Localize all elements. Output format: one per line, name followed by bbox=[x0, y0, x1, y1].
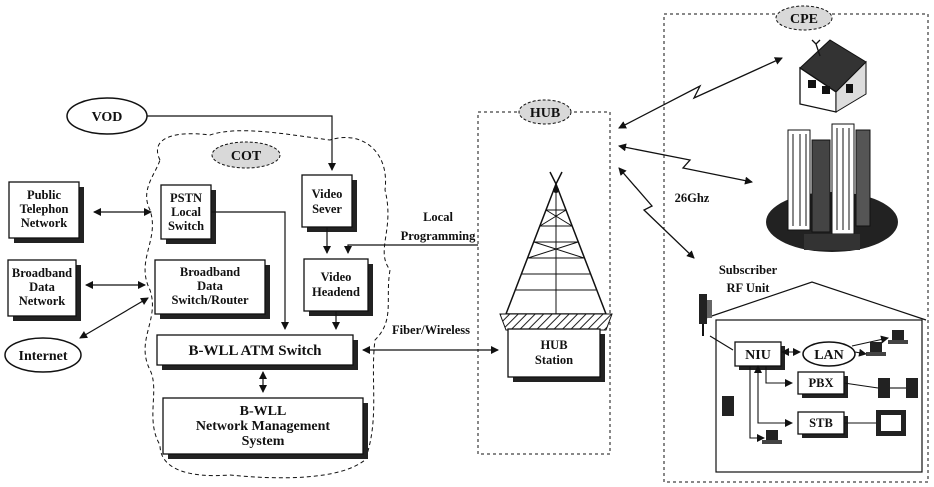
television-icon bbox=[876, 410, 906, 436]
public-telephone-line3: Network bbox=[21, 216, 68, 230]
hub-label: HUB bbox=[530, 106, 560, 121]
computer-icon bbox=[762, 330, 908, 444]
cot-label: COT bbox=[231, 149, 262, 164]
pbx-label: PBX bbox=[809, 376, 834, 390]
subscriber-rf-line2: RF Unit bbox=[727, 281, 771, 295]
internet-label: Internet bbox=[19, 349, 68, 364]
wireless-link-to-building bbox=[618, 143, 753, 185]
broadband-data-network-box bbox=[7, 259, 77, 317]
internet-router-link bbox=[79, 297, 149, 339]
niu-stb-link bbox=[754, 365, 793, 427]
video-server-line1: Video bbox=[312, 187, 343, 201]
broadband-network-line2: Data bbox=[29, 280, 55, 294]
niu-pc-link bbox=[749, 366, 765, 442]
pstn-line3: Switch bbox=[168, 219, 204, 233]
antenna-tower-icon bbox=[504, 171, 608, 315]
vod-label: VOD bbox=[92, 110, 123, 125]
lan-label: LAN bbox=[814, 348, 844, 363]
local-programming-line bbox=[344, 244, 478, 254]
video-server-box bbox=[301, 174, 353, 228]
nms-line1: B-WLL bbox=[240, 404, 287, 419]
nms-line2: Network Management bbox=[196, 419, 330, 434]
vod-to-video-server-line bbox=[147, 115, 336, 171]
cot-label-ellipse bbox=[211, 141, 281, 169]
lan-ellipse bbox=[802, 341, 856, 367]
stb-label: STB bbox=[809, 416, 833, 430]
video-headend-line1: Video bbox=[321, 270, 352, 284]
broadband-switch-router-box bbox=[154, 259, 266, 315]
cpe-label: CPE bbox=[790, 12, 818, 27]
local-programming-line1: Local bbox=[423, 210, 453, 224]
video-headend-line2: Headend bbox=[312, 285, 360, 299]
atm-switch-label: B-WLL ATM Switch bbox=[188, 343, 322, 359]
broadband-router-line2: Data bbox=[197, 279, 223, 293]
pstn-line2: Local bbox=[171, 205, 201, 219]
network-management-system-box bbox=[162, 397, 364, 455]
broadband-router-line3: Switch/Router bbox=[171, 293, 249, 307]
subscriber-house-outline bbox=[699, 281, 927, 321]
video-server-line2: Sever bbox=[312, 202, 342, 216]
local-programming-line2: Programming bbox=[401, 229, 477, 243]
nms-line3: System bbox=[242, 434, 285, 449]
public-telephone-line2: Telephon bbox=[20, 202, 69, 216]
hub-station-line1: HUB bbox=[540, 338, 567, 352]
broadband-network-line3: Network bbox=[19, 294, 66, 308]
hub-station-box bbox=[507, 328, 601, 378]
rf-niu-link bbox=[709, 335, 734, 351]
bwll-atm-switch-box bbox=[156, 334, 354, 366]
office-building-icon bbox=[766, 123, 898, 252]
wireless-link-to-house bbox=[618, 57, 783, 129]
wireless-link-to-subscriber bbox=[618, 167, 695, 259]
house-icon bbox=[799, 39, 867, 113]
pstn-atm-link bbox=[211, 211, 289, 330]
telephone-icon bbox=[722, 378, 918, 416]
cot-region-boundary bbox=[144, 130, 391, 479]
internet-ellipse bbox=[4, 337, 82, 373]
broadband-router-line1: Broadband bbox=[180, 265, 240, 279]
fiber-wireless-label: Fiber/Wireless bbox=[392, 323, 470, 337]
broadband-network-line1: Broadband bbox=[12, 266, 72, 280]
hub-station-line2: Station bbox=[535, 353, 573, 367]
rf-antenna-icon bbox=[699, 294, 712, 336]
frequency-label: 26Ghz bbox=[675, 191, 710, 205]
pstn-line1: PSTN bbox=[170, 191, 202, 205]
hub-label-ellipse bbox=[518, 99, 572, 125]
public-telephone-network-box bbox=[8, 181, 80, 239]
cpe-label-ellipse bbox=[775, 5, 833, 31]
tower-base-icon bbox=[499, 313, 613, 331]
niu-label: NIU bbox=[745, 348, 771, 363]
public-telephone-line1: Public bbox=[27, 188, 61, 202]
subscriber-rf-line1: Subscriber bbox=[719, 263, 778, 277]
